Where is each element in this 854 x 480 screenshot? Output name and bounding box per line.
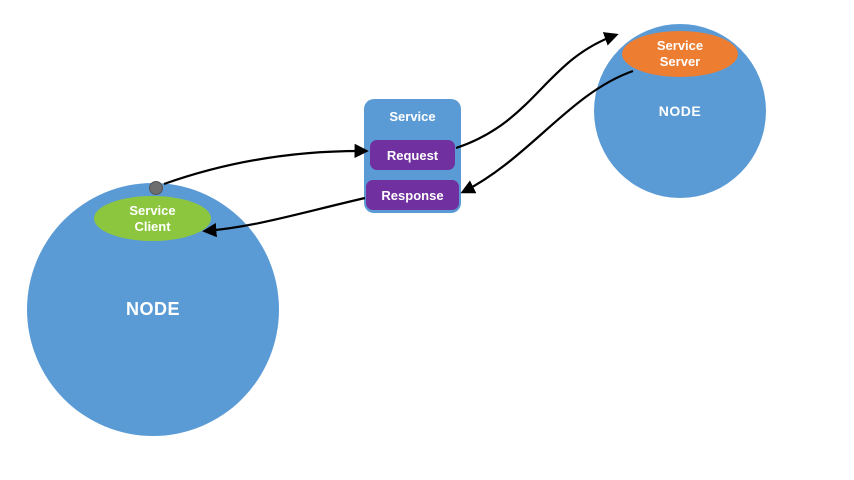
response-box: Response [366,180,459,210]
service-client-label-line1: Service [129,202,176,218]
service-client-label-line2: Client [134,218,171,234]
node-left-label: NODE [125,299,180,319]
service-panel: Service Request Response [364,99,461,213]
arrow-request-to-server [455,32,619,150]
service-server-badge: Service Server [622,31,738,77]
node-right-label: NODE [658,103,702,119]
service-server-label-line2: Server [659,54,701,69]
request-label: Request [386,147,439,163]
service-panel-title: Service [389,109,436,124]
arrow-client-to-request [163,143,369,186]
connection-dot [149,181,163,195]
response-label: Response [381,187,444,203]
request-box: Request [370,140,455,170]
service-client-badge: Service Client [94,196,211,241]
service-server-label-line1: Service [656,38,704,54]
